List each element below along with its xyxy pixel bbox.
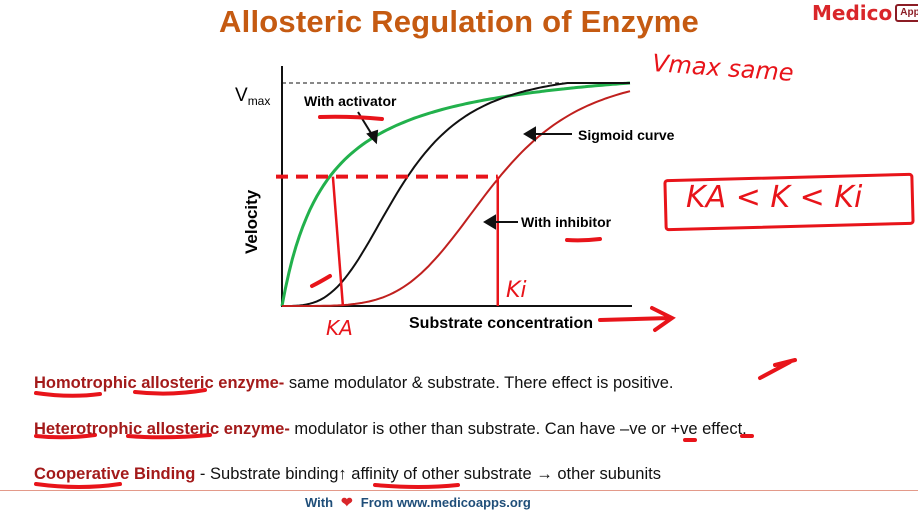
pointer-arrows bbox=[357, 111, 572, 230]
sigmoid-label: Sigmoid curve bbox=[578, 127, 675, 143]
logo-badge: Apps bbox=[895, 4, 918, 22]
y-axis-label: Velocity bbox=[242, 189, 261, 254]
vmax-V: V bbox=[235, 85, 248, 106]
underline-heterotrophic bbox=[34, 433, 754, 442]
definition: - Substrate binding↑ affinity of other s… bbox=[195, 465, 661, 483]
sigmoid-arrowhead bbox=[523, 126, 536, 142]
ka-guide-line bbox=[331, 176, 345, 307]
arrow-right-scribble bbox=[598, 306, 676, 332]
scribble-mark bbox=[758, 358, 797, 380]
medicoapps-logo: Medico Apps bbox=[812, 1, 918, 25]
heart-icon: ❤ bbox=[341, 494, 353, 510]
underline-cooperative bbox=[34, 482, 460, 489]
underline-inhibitor bbox=[565, 237, 602, 243]
handwritten-ki: Ki bbox=[506, 278, 527, 303]
handwritten-underlines bbox=[34, 114, 797, 489]
point-homotrophic: Homotrophic allosteric enzyme- same modu… bbox=[34, 374, 673, 393]
point-heterotrophic: Heterotrophic allosteric enzyme- modulat… bbox=[34, 420, 747, 439]
term: Heterotrophic allosteric enzyme- bbox=[34, 420, 290, 438]
tick-mark bbox=[310, 274, 332, 288]
activator-arrowhead bbox=[366, 129, 379, 145]
footer-with: With bbox=[305, 495, 334, 510]
underline-homotrophic bbox=[34, 388, 207, 398]
curve-2 bbox=[282, 90, 631, 307]
slide-title: Allosteric Regulation of Enzyme bbox=[219, 4, 699, 39]
footer-link[interactable]: From www.medicoapps.org bbox=[360, 495, 531, 510]
vmax-sub: max bbox=[248, 94, 271, 108]
curve-0 bbox=[280, 81, 631, 307]
handwritten-ka: KA bbox=[326, 316, 353, 340]
term: Homotrophic allosteric enzyme- bbox=[34, 374, 285, 392]
guide-lines bbox=[276, 174, 500, 307]
point-cooperative: Cooperative Binding - Substrate binding↑… bbox=[34, 465, 661, 484]
footer: With ❤ From www.medicoapps.org bbox=[305, 494, 531, 511]
inhibitor-arrowhead bbox=[483, 214, 496, 230]
activator-label: With activator bbox=[304, 93, 397, 109]
logo-brand: Medico bbox=[812, 1, 893, 25]
handwritten-inequality: KA < K < Ki bbox=[686, 180, 863, 215]
x-axis-label: Substrate concentration bbox=[409, 315, 593, 332]
term: Cooperative Binding bbox=[34, 465, 196, 483]
definition: modulator is other than substrate. Can h… bbox=[289, 420, 747, 438]
underline-activator bbox=[318, 114, 384, 121]
definition: same modulator & substrate. There effect… bbox=[284, 374, 674, 392]
inhibitor-label: With inhibitor bbox=[521, 214, 612, 230]
footer-divider bbox=[0, 490, 918, 491]
vmax-label: Vmax bbox=[235, 85, 270, 108]
